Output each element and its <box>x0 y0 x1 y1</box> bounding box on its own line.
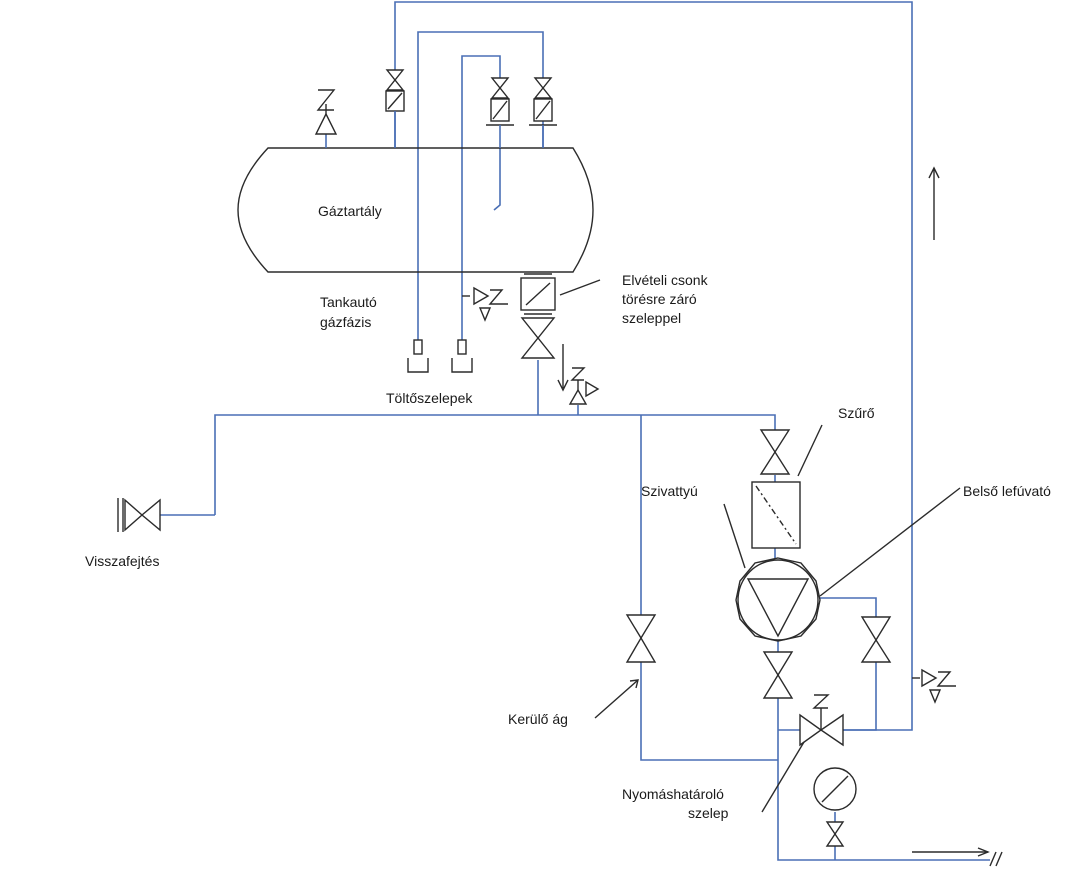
filter-icon <box>751 481 801 549</box>
blowoff-upper-pipe <box>815 597 877 617</box>
gas-phase-pipe <box>417 31 544 272</box>
bypass-valve-icon <box>625 614 657 663</box>
flow-arrow-down-icon <box>557 344 569 392</box>
blowoff-leader-line <box>819 487 961 597</box>
gas-tank-vessel <box>237 147 594 273</box>
return-loop-valve-icon <box>385 69 405 148</box>
outlet-shutoff-valve-icon <box>520 317 556 359</box>
tank-safety-valve-icon <box>314 89 338 148</box>
return-pumping-label: Visszafejtés <box>85 553 159 569</box>
discharge-pipe <box>777 698 990 861</box>
filter-inlet-valve-icon <box>759 429 791 475</box>
gas-tank: Gáztartály <box>237 147 594 273</box>
discharge-end-cap-icon <box>989 851 1003 867</box>
pump-icon <box>735 557 821 642</box>
filter-label: Szűrő <box>838 405 875 421</box>
bypass-lower-pipe <box>640 662 778 761</box>
flow-arrow-up-icon <box>928 166 940 240</box>
fill-valve-gas-icon <box>407 339 429 373</box>
filter-leader-line <box>797 424 823 477</box>
tanker-gas-phase-label-line1: Tankautó <box>320 294 377 310</box>
gas-tank-label: Gáztartály <box>318 203 382 219</box>
outlet-leader-line <box>559 279 601 296</box>
gauge-valve-icon <box>825 821 845 847</box>
gas-phase-valve-icon <box>529 77 557 148</box>
bypass-label: Kerülő ág <box>508 711 568 727</box>
pump-outlet-valve-icon <box>762 651 794 699</box>
bypass-leader-arrowhead <box>629 679 639 689</box>
return-pumping-valve-icon <box>117 498 161 532</box>
fill-valve-liquid-icon <box>451 339 473 373</box>
pump-label: Szivattyú <box>641 483 698 499</box>
tanker-gas-phase-label-line2: gázfázis <box>320 314 371 330</box>
fill-tube-inner <box>493 148 501 211</box>
blowoff-valve-icon <box>860 616 892 663</box>
bypass-leader-line <box>594 679 639 719</box>
outlet-excess-flow-valve-icon <box>520 273 556 315</box>
fill-liquid-pipe <box>461 55 501 340</box>
blowoff-lower-pipe <box>843 662 877 731</box>
outlet-label-line1: Elvételi csonk <box>622 272 709 288</box>
relief-valve-leader-line <box>761 741 805 813</box>
outlet-label-line2: törésre záró <box>622 291 697 307</box>
fill-liquid-valve-icon <box>486 77 514 148</box>
internal-blowoff-label: Belső lefúvató <box>963 483 1051 499</box>
pump-leader-line <box>723 503 746 569</box>
pressure-relief-valve-icon <box>799 694 844 747</box>
header-safety-valve-icon <box>568 367 600 405</box>
flow-arrow-right-icon <box>912 847 990 857</box>
fill-valves-label: Töltőszelepek <box>386 390 473 406</box>
relief-valve-label-line2: szelep <box>688 805 729 821</box>
piping <box>160 1 990 861</box>
pressure-gauge-icon <box>813 767 857 811</box>
relief-valve-label-line1: Nyomáshatároló <box>622 786 724 802</box>
outlet-label-line3: szeleppel <box>622 310 681 326</box>
riser-safety-valve-icon <box>912 668 956 704</box>
outlet-side-safety-valve-icon <box>462 286 508 322</box>
return-riser-pipe <box>394 1 913 731</box>
main-header-pipe <box>214 414 776 515</box>
